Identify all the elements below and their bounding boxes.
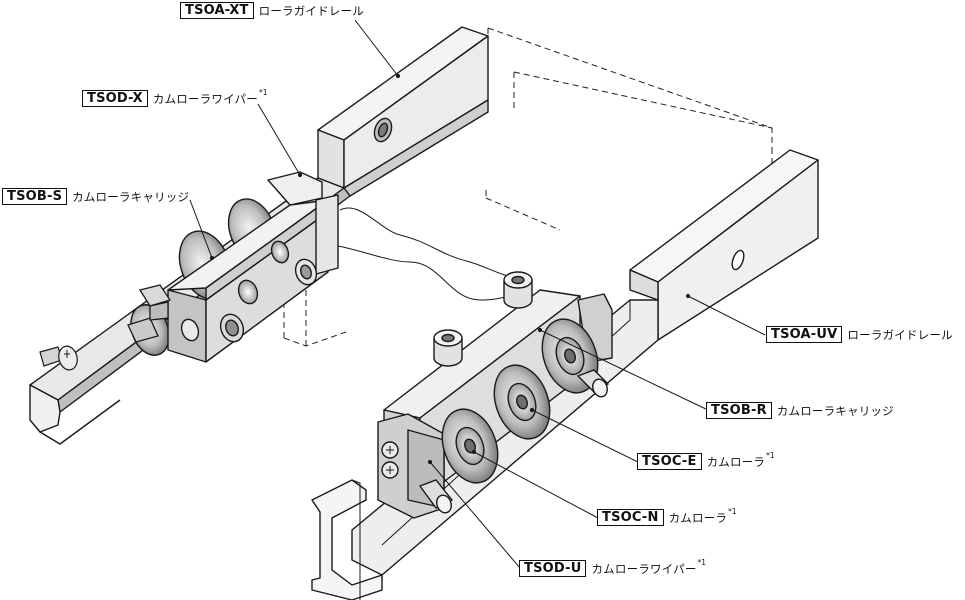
callout-tsod-u: TSOD-U カムローラワイパー *1: [519, 558, 707, 577]
callout-tsoa-uv: TSOA-UV ローラガイドレール: [766, 326, 954, 343]
leader-lines: [189, 19, 766, 569]
callout-tsod-x: TSOD-X カムローラワイパー *1: [82, 88, 268, 107]
footnote-mark: *1: [258, 88, 268, 97]
callout-tsoa-xt: TSOA-XT ローラガイドレール: [180, 2, 365, 19]
footnote-mark: *1: [766, 451, 775, 460]
part-name: ローラガイドレール: [847, 327, 953, 342]
part-code: TSOB-R: [706, 402, 772, 419]
part-name: カムローラワイパー: [591, 561, 697, 576]
part-code: TSOD-X: [82, 90, 148, 107]
part-code: TSOB-S: [2, 188, 68, 205]
bolt-left: [39, 345, 78, 371]
part-name: カムローラ: [668, 510, 728, 525]
callout-tsoc-n: TSOC-N カムローラ *1: [597, 507, 737, 526]
part-code: TSOA-UV: [766, 326, 843, 343]
callout-tsob-s: TSOB-S カムローラキャリッジ: [2, 188, 190, 205]
part-name: カムローラキャリッジ: [72, 189, 190, 204]
callout-tsob-r: TSOB-R カムローラキャリッジ: [706, 402, 895, 419]
part-code: TSOC-E: [637, 453, 702, 470]
part-name: カムローラワイパー: [152, 91, 258, 106]
dashed-frame: [283, 27, 773, 347]
part-name: カムローラ: [706, 454, 766, 469]
part-name: ローラガイドレール: [258, 3, 364, 18]
carriage-tsob-s: [130, 171, 339, 363]
part-name: カムローラキャリッジ: [776, 403, 894, 418]
footnote-mark: *1: [728, 507, 737, 516]
rollers-right: [418, 318, 610, 514]
part-code: TSOD-U: [519, 560, 587, 577]
callout-tsoc-e: TSOC-E カムローラ *1: [637, 451, 775, 470]
footnote-mark: *1: [697, 558, 707, 567]
flow-lines: [337, 207, 521, 301]
part-code: TSOA-XT: [180, 2, 254, 19]
part-code: TSOC-N: [597, 509, 664, 526]
wiper-tsod-x: [127, 284, 172, 343]
